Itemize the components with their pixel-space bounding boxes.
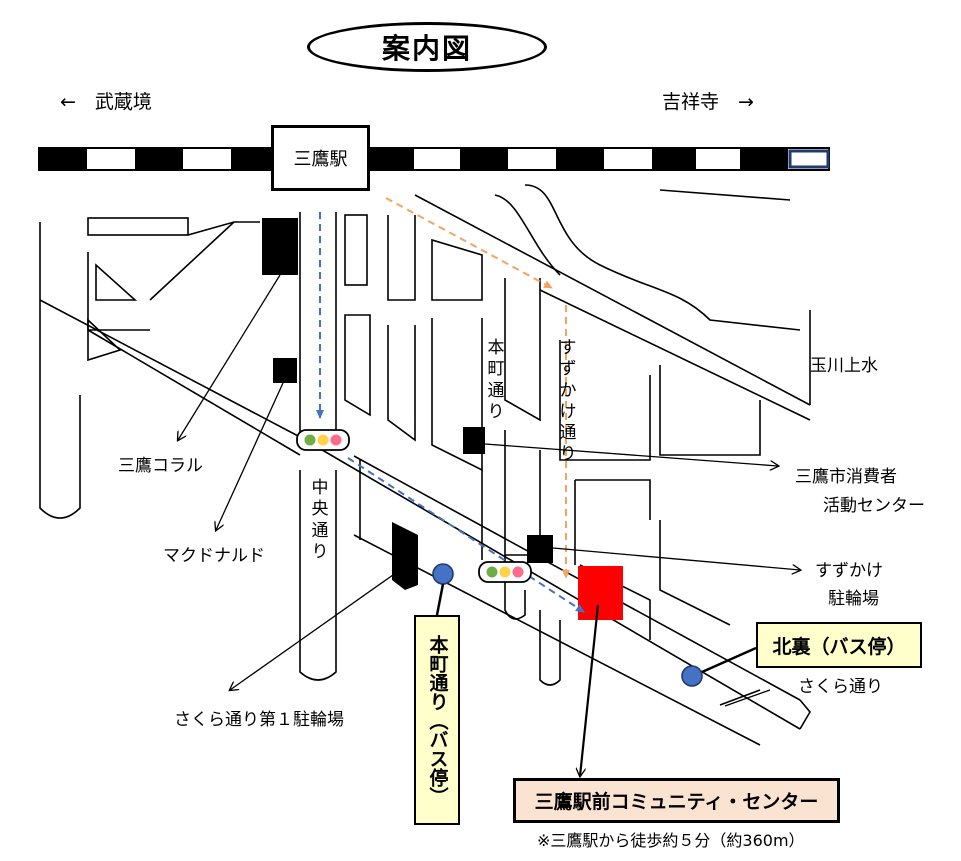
building-coral (262, 218, 298, 275)
map-title: 案内図 (307, 22, 547, 72)
street-sakura: さくら通り (798, 677, 883, 697)
bus-stop-icon (432, 563, 454, 616)
bus-stop-icon (681, 646, 757, 687)
building-mcdonalds (273, 358, 297, 383)
street-tamagawa: 玉川上水 (810, 356, 878, 376)
label-suzukake-parking-line1: すずかけ (815, 561, 883, 581)
destination-label: 三鷹駅前コミュニティ・センター (513, 778, 840, 823)
station-label: 三鷹駅 (271, 125, 370, 191)
label-coral: 三鷹コラル (118, 456, 203, 476)
street-chuo: 中央通り (311, 478, 329, 562)
arrow-icon (178, 274, 800, 776)
buildings (262, 218, 553, 590)
label-consumer-center-line2: 活動センター (823, 496, 925, 516)
bus-stop-north-label: 北裏（バス停） (756, 622, 922, 668)
bus-stop-honcho-label: 本町通り（バス停） (414, 615, 460, 825)
street-honcho: 本町通り (487, 338, 505, 422)
walking-time-note: ※三鷹駅から徒歩約５分（約360m） (537, 831, 805, 850)
label-consumer-center-line1: 三鷹市消費者 (795, 467, 897, 487)
traffic-light-icon (296, 429, 350, 451)
destination-building (578, 566, 623, 620)
street-suzukake: すずかけ通り (559, 338, 577, 465)
label-suzukake-parking-line2: 駐輪場 (828, 589, 879, 609)
direction-east: 吉祥寺 → (662, 91, 754, 113)
building-sakura-parking (392, 522, 418, 590)
direction-west: ← 武蔵境 (60, 91, 152, 113)
railway-track (38, 147, 830, 171)
label-mcdonalds: マクドナルド (163, 546, 265, 566)
walking-route (316, 197, 585, 613)
building-consumer-center (463, 427, 485, 454)
building-suzukake-parking (527, 535, 553, 563)
label-sakura-parking: さくら通り第１駐輪場 (174, 710, 344, 730)
traffic-light-icon (478, 561, 532, 583)
